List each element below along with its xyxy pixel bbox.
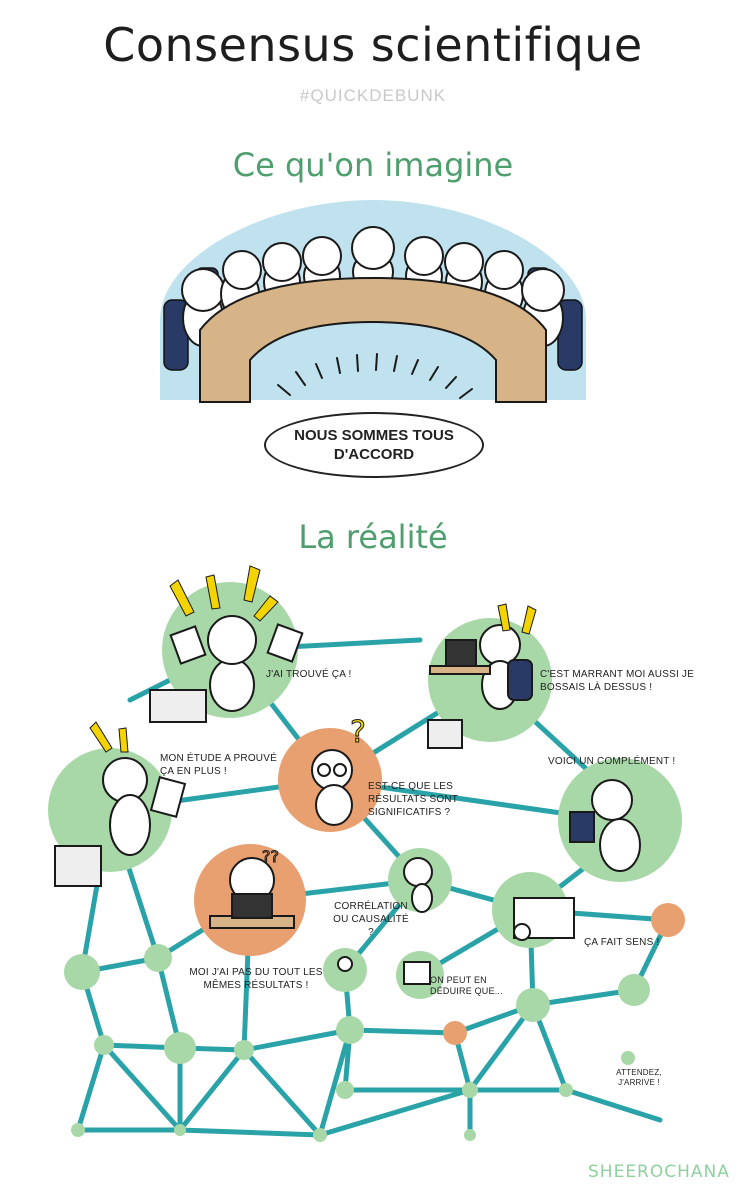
imagine-heading: Ce qu'on imagine [232,146,514,184]
bubble-funny: C'est marrant moi aussi je bossais là de… [540,669,694,693]
bubble-correlation: Corrélation ou causalité ? [333,901,409,938]
bubble-sense: Ça fait sens ! [584,937,660,948]
bubble-complement: Voici un complément ! [548,756,676,767]
question-mark: ? [350,715,366,750]
bubble-deduce: On peut en déduire que... [430,975,503,996]
bubble-found: J'ai trouvé ça ! [266,669,352,680]
question-marks: ?? [262,847,279,866]
emphasis-rays [277,353,473,399]
exclamation-marks [89,565,537,753]
characters [54,615,641,985]
artist-signature: SHEEROCHANA [588,1162,730,1182]
reality-heading: La réalité [298,518,448,556]
round-table-scene [160,200,586,403]
network-nodes-orange [443,903,685,1045]
bubble-notsame: Moi j'ai pas du tout les mêmes résultats… [189,967,323,991]
hashtag: #QUICKDEBUNK [299,86,447,105]
speech-bubble-agreement: NOUS SOMMES TOUS D'ACCORD [264,412,484,478]
page-title: Consensus scientifique [103,18,643,72]
network-nodes [64,944,650,1142]
bubble-proved: Mon étude a prouvé ça en plus ! [160,753,277,777]
bubble-wait: Attendez, j'arrive ! [616,1068,662,1087]
bubble-significant: Est-ce que les résultats sont significat… [368,781,458,818]
